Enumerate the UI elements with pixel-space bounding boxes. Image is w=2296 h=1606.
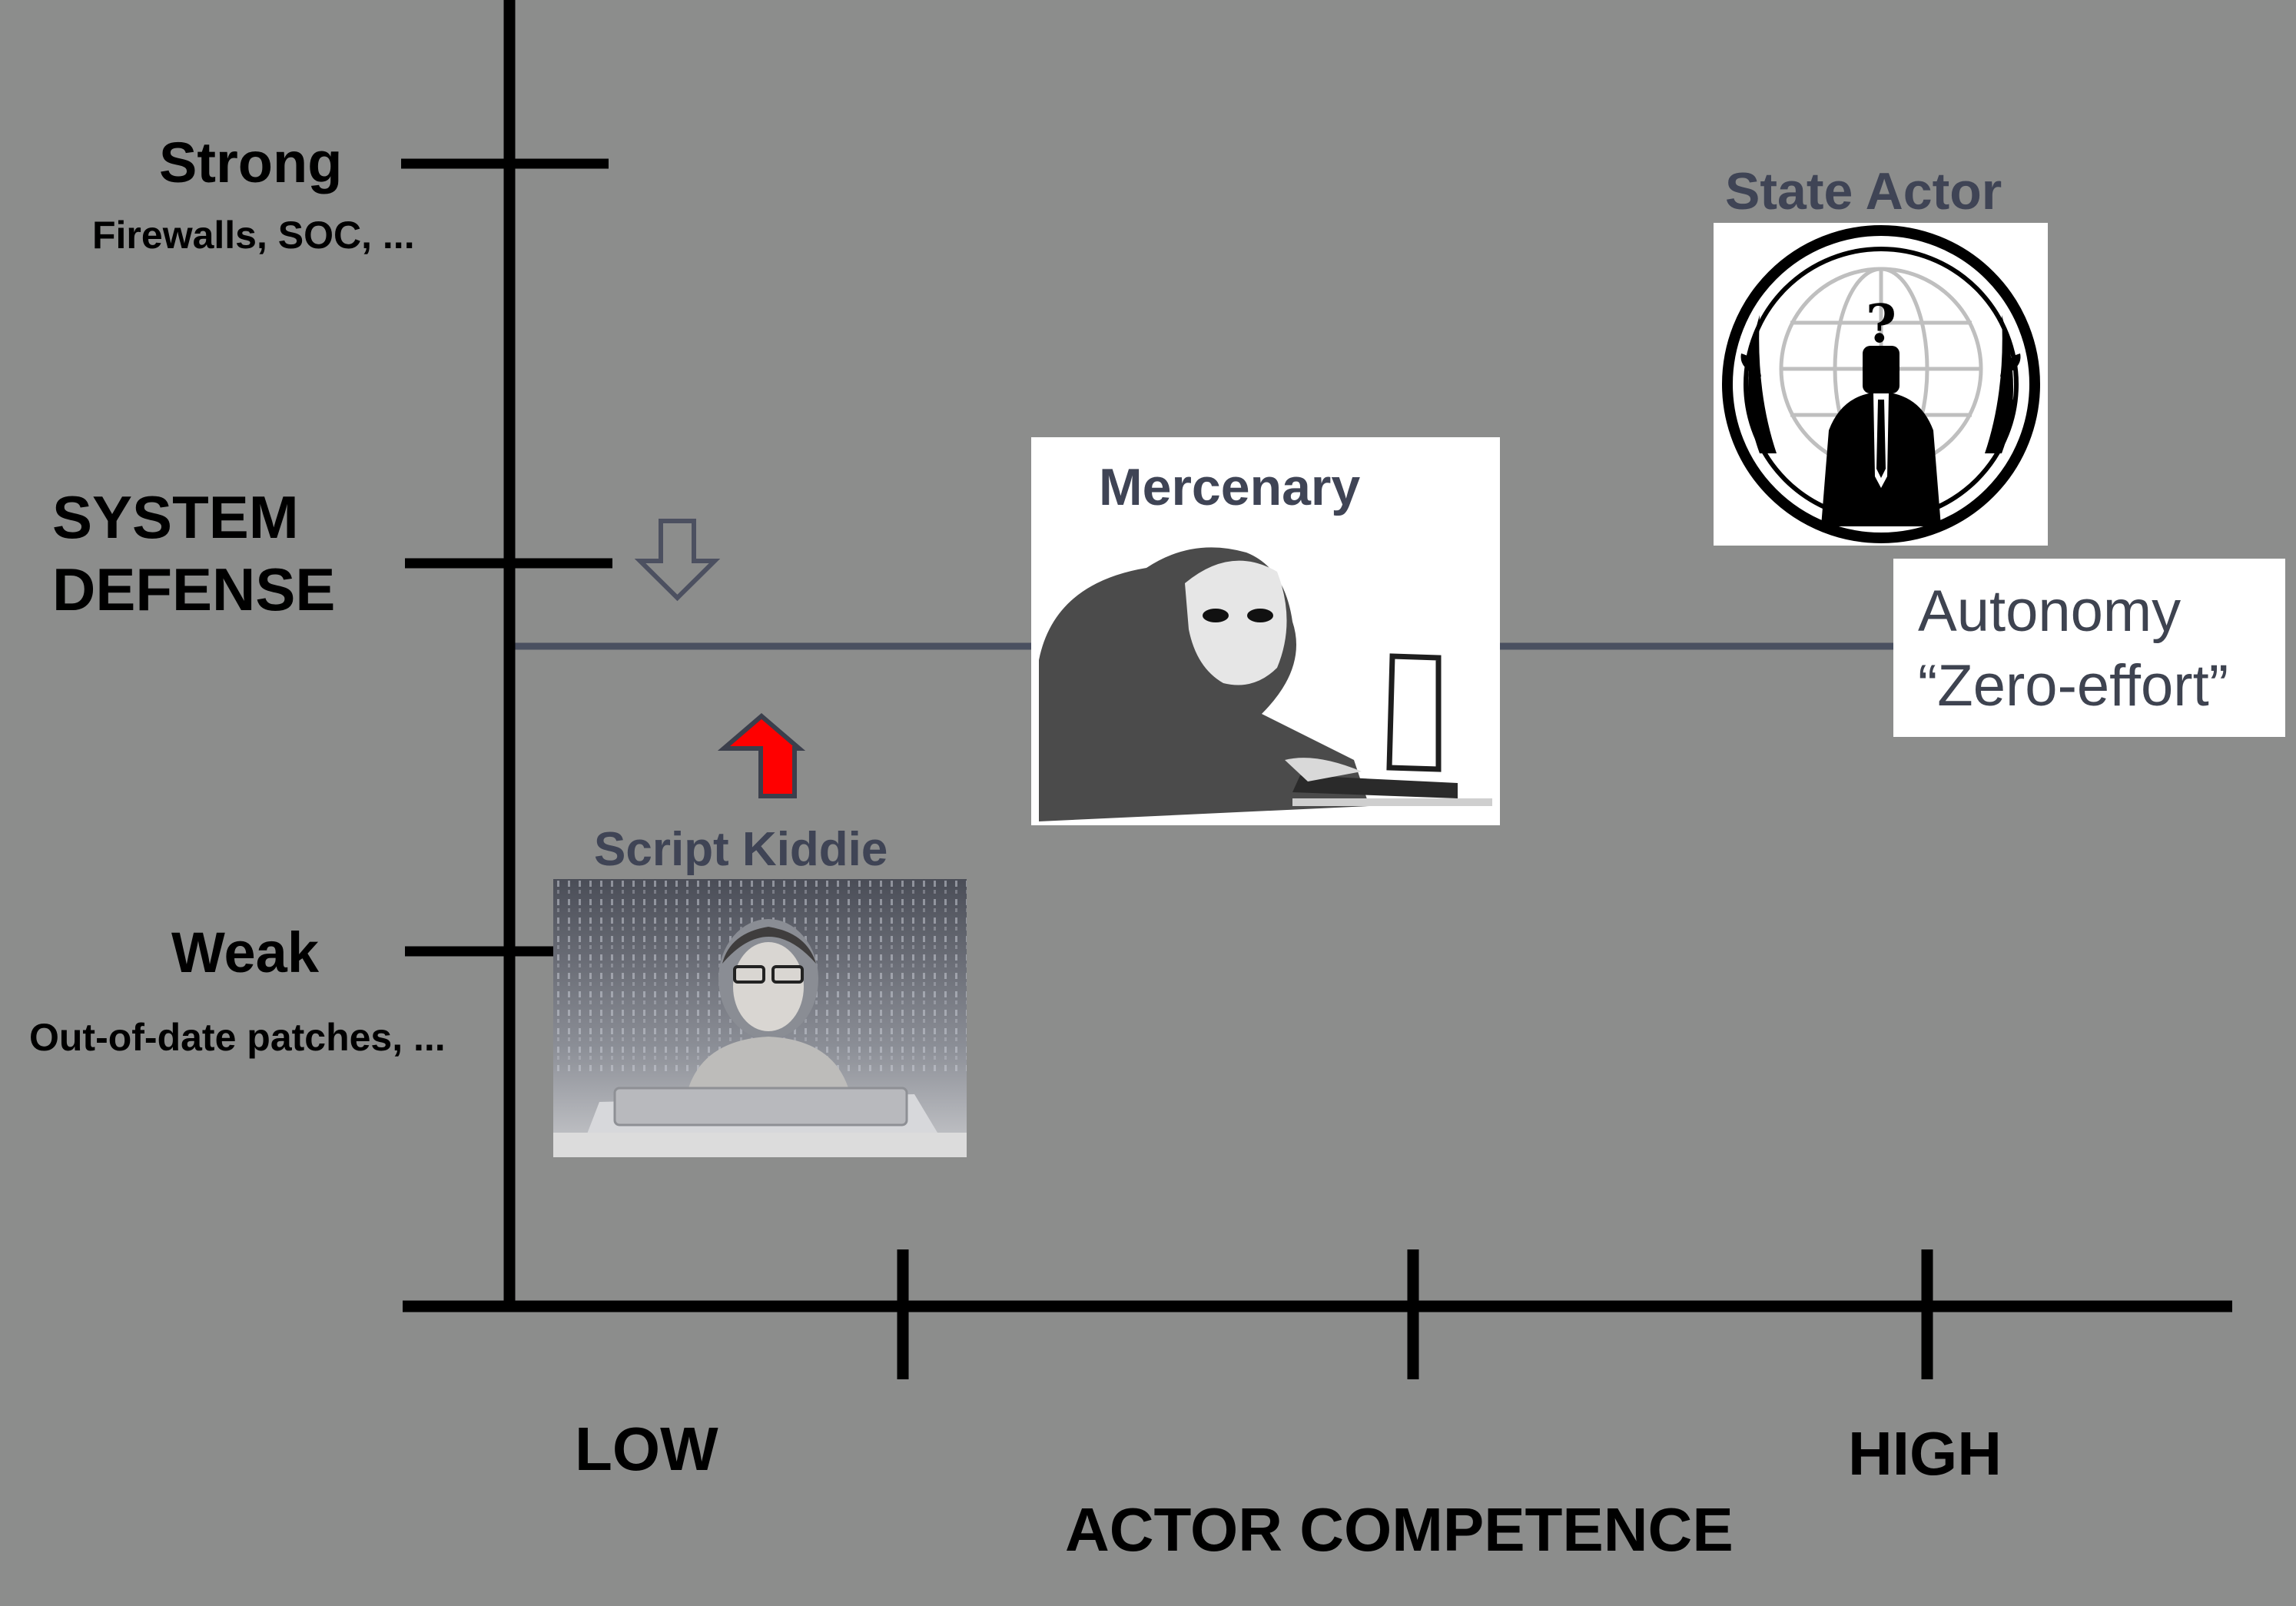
down-arrow-icon [634, 519, 721, 602]
svg-text:?: ? [1866, 294, 1896, 355]
strong-label: Strong [159, 131, 343, 194]
weak-label: Weak [171, 921, 319, 984]
y-axis-title-line1: SYSTEM [52, 483, 299, 551]
mercenary-image [1039, 547, 1492, 821]
state-actor-image: ? [1714, 223, 2048, 546]
script-kiddie-label: Script Kiddie [594, 823, 888, 876]
x-high-label: HIGH [1848, 1419, 2002, 1488]
weak-note: Out-of-date patches, ... [29, 1016, 446, 1059]
x-axis-title: ACTOR COMPETENCE [1065, 1495, 1734, 1564]
autonomy-note-line1: Autonomy [1918, 579, 2182, 644]
script-kiddie-image [553, 879, 967, 1157]
mercenary-label: Mercenary [1099, 458, 1361, 516]
strong-note: Firewalls, SOC, ... [92, 214, 415, 257]
autonomy-note-line2: “Zero-effort” [1918, 653, 2229, 719]
autonomy-note: Autonomy “Zero-effort” [1893, 559, 2285, 737]
state-actor-label: State Actor [1725, 162, 2002, 221]
up-arrow-icon [717, 713, 806, 798]
mercenary-card: Mercenary [1031, 437, 1500, 825]
y-axis-title: SYSTEM DEFENSE [52, 482, 335, 625]
x-low-label: LOW [575, 1415, 718, 1483]
state-actor-emblem: ? [1722, 225, 2040, 543]
y-axis-title-line2: DEFENSE [52, 555, 336, 623]
